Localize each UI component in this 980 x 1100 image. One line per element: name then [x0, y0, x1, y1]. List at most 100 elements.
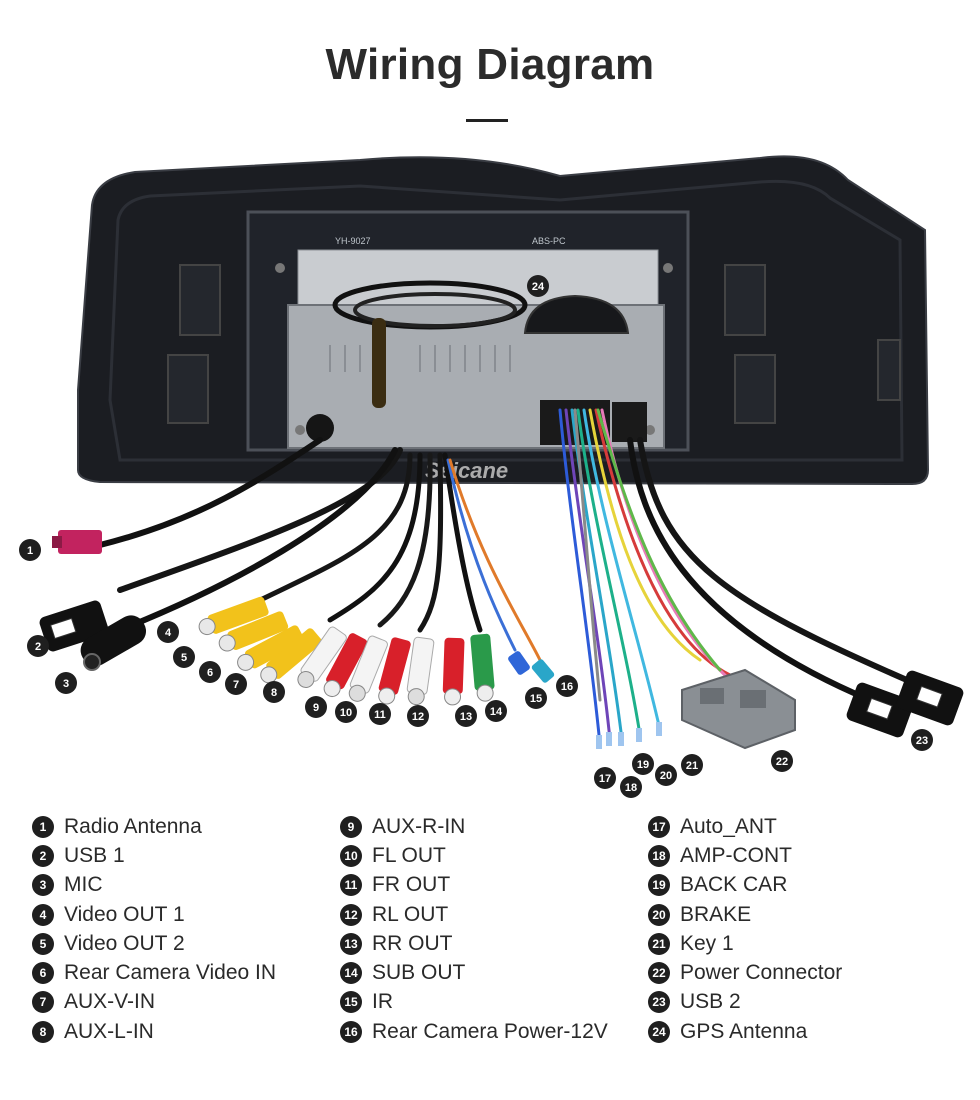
legend-label: Power Connector [680, 961, 843, 985]
callout-number: 11 [374, 709, 386, 721]
callout-number: 10 [340, 707, 352, 719]
callout-number: 22 [776, 756, 788, 768]
callout-number: 13 [460, 711, 472, 723]
mount-clip-right-top [724, 264, 766, 336]
callout-badge-13: 13 [455, 705, 477, 727]
frame-label-left: YH-9027 [335, 236, 371, 246]
callout-number: 4 [165, 627, 172, 639]
legend-label: AUX-V-IN [64, 990, 156, 1014]
frame-label-right: ABS-PC [532, 236, 566, 246]
legend-number-badge: 9 [340, 815, 362, 838]
callout-circle [620, 776, 642, 798]
legend-label: Rear Camera Video IN [64, 961, 277, 985]
callout-circle [335, 701, 357, 723]
callout-number: 17 [599, 773, 611, 785]
callout-circle [455, 705, 477, 727]
legend-number-badge: 6 [32, 962, 54, 985]
callout-badge-23: 23 [911, 729, 933, 751]
legend-label: RR OUT [372, 931, 453, 955]
legend-number-badge: 1 [32, 815, 54, 838]
iso-pin-ends [596, 722, 662, 749]
legend-number-badge: 3 [32, 874, 54, 897]
mount-clip-left-top [179, 264, 221, 336]
legend-label: AMP-CONT [680, 843, 792, 867]
callout-number: 21 [686, 760, 698, 772]
legend-label: AUX-L-IN [64, 1019, 154, 1043]
callout-number: 6 [207, 667, 213, 679]
legend-number-badge: 24 [648, 1020, 670, 1043]
legend-number-badge: 19 [648, 874, 670, 897]
callout-badge-3: 3 [55, 672, 77, 694]
legend-number-badge: 7 [32, 991, 54, 1014]
mic-connector [80, 615, 147, 671]
callout-badge-5: 5 [173, 646, 195, 668]
legend-item: 6 Rear Camera Video IN [32, 958, 276, 987]
mount-clip-far-right [877, 339, 901, 401]
callout-number: 2 [35, 641, 41, 653]
callout-badge-24: 24 [527, 275, 549, 297]
wiring-diagram: YH-9027 ABS-PC Seicane [19, 155, 964, 798]
title-underline [466, 119, 508, 122]
gps-antenna-cable-coil-2 [353, 292, 517, 328]
legend-number-badge: 21 [648, 932, 670, 955]
legend-item: 18 AMP-CONT [648, 841, 842, 870]
callout-circle [173, 646, 195, 668]
legend-label: SUB OUT [372, 961, 466, 985]
legend-label: FL OUT [372, 843, 446, 867]
legend-label: Video OUT 1 [64, 902, 185, 926]
legend-item: 19 BACK CAR [648, 871, 842, 900]
rca-plugs [198, 596, 495, 706]
callout-badge-19: 19 [632, 753, 654, 775]
callout-circle [225, 673, 247, 695]
callout-number: 12 [412, 711, 424, 723]
callout-circle [525, 687, 547, 709]
callout-circle [632, 753, 654, 775]
callout-badge-21: 21 [681, 754, 703, 776]
callout-badge-4: 4 [157, 621, 179, 643]
callout-number: 23 [916, 735, 928, 747]
callout-number: 18 [625, 782, 637, 794]
legend-number-badge: 2 [32, 844, 54, 867]
callout-number: 1 [27, 545, 33, 557]
legend-label: IR [372, 990, 393, 1014]
legend-number-badge: 17 [648, 815, 670, 838]
legend-item: 24 GPS Antenna [648, 1017, 842, 1046]
legend-item: 11 FR OUT [340, 871, 608, 900]
legend-label: BACK CAR [680, 873, 788, 897]
legend-label: FR OUT [372, 873, 451, 897]
cable-bundles [97, 408, 933, 747]
callout-circle [55, 672, 77, 694]
legend-item: 7 AUX-V-IN [32, 988, 276, 1017]
rear-cam-power-plug [531, 659, 555, 683]
legend-label: GPS Antenna [680, 1019, 808, 1043]
callout-number: 19 [637, 759, 649, 771]
callout-number: 14 [490, 706, 503, 718]
callout-number: 3 [63, 678, 69, 690]
chassis-screw-3 [275, 263, 285, 273]
callout-badge-16: 16 [556, 675, 578, 697]
legend-number-badge: 18 [648, 844, 670, 867]
legend-item: 1 Radio Antenna [32, 812, 276, 841]
callout-circle [305, 696, 327, 718]
legend-label: Radio Antenna [64, 814, 202, 838]
callout-circle [527, 275, 549, 297]
power-connector [681, 668, 796, 750]
legend-label: Rear Camera Power-12V [372, 1019, 608, 1043]
chassis-screw-4 [663, 263, 673, 273]
antenna-socket [306, 414, 334, 442]
callout-number: 7 [233, 679, 239, 691]
gps-antenna [523, 294, 630, 334]
callout-circle [771, 750, 793, 772]
callout-circle [369, 703, 391, 725]
legend-number-badge: 11 [340, 874, 362, 897]
